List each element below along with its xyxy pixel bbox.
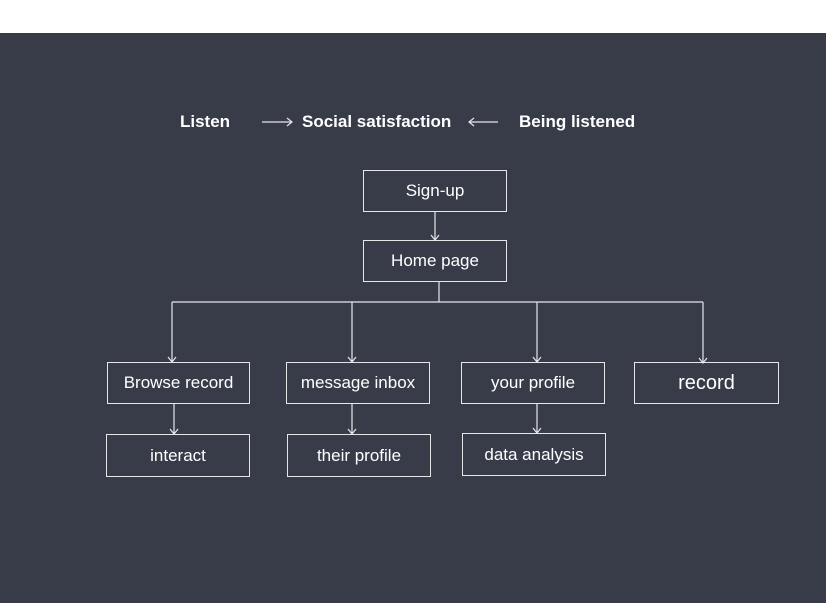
- concept-social-satisfaction: Social satisfaction: [302, 112, 452, 131]
- node-browse-record[interactable]: Browse record: [107, 362, 250, 404]
- node-interact[interactable]: interact: [106, 434, 250, 477]
- concept-being-listened: Being listened: [519, 112, 636, 131]
- diagram-canvas: [0, 33, 826, 603]
- node-their-profile[interactable]: their profile: [287, 434, 431, 477]
- node-sign-up[interactable]: Sign-up: [363, 170, 507, 212]
- node-message-inbox[interactable]: message inbox: [286, 362, 430, 404]
- node-record[interactable]: record: [634, 362, 779, 404]
- node-your-profile[interactable]: your profile: [461, 362, 605, 404]
- node-data-analysis[interactable]: data analysis: [462, 433, 606, 476]
- node-home-page[interactable]: Home page: [363, 240, 507, 282]
- concept-listen: Listen: [180, 112, 231, 131]
